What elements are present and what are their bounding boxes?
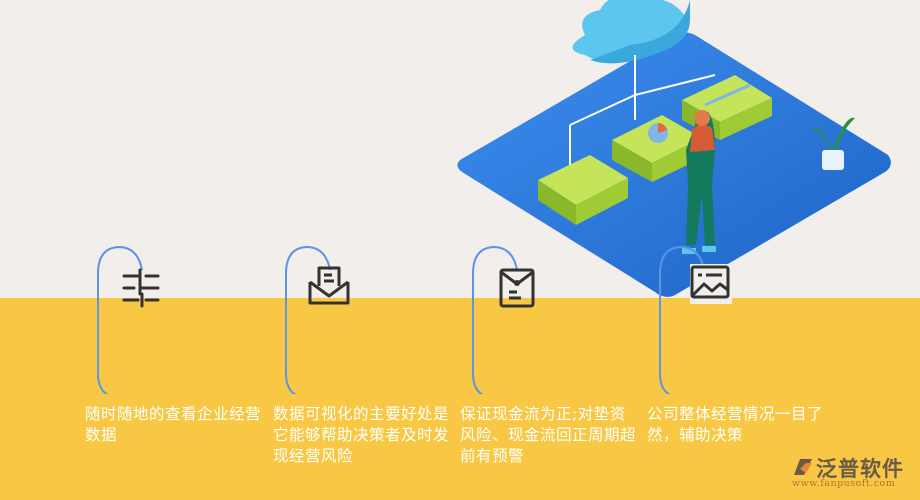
- arc-decoration: [472, 245, 518, 394]
- feature-text: 数据可视化的主要好处是它能够帮助决策者及时发现经营风险: [273, 405, 450, 465]
- yellow-band: [0, 298, 920, 500]
- dashboard-illustration: [457, 0, 891, 297]
- arc-decoration: [659, 245, 705, 394]
- feature-card-1: 随时随地的查看企业经营数据: [85, 244, 286, 474]
- feature-card-4: 公司整体经营情况一目了然，辅助决策: [647, 244, 848, 474]
- envelope-document-icon: [499, 268, 535, 308]
- arc-decoration: [97, 245, 143, 394]
- logo-name: 泛普软件: [816, 457, 904, 481]
- feature-card-3: 保证现金流为正;对垫资风险、现金流回正周期超前有预警: [460, 244, 661, 474]
- feature-text: 保证现金流为正;对垫资风险、现金流回正周期超前有预警: [460, 405, 637, 465]
- logo-url: www.fanpusoft.com: [792, 478, 896, 489]
- feature-card-2: 数据可视化的主要好处是它能够帮助决策者及时发现经营风险: [273, 244, 474, 474]
- logo-icon: [794, 459, 812, 475]
- chart-box-1: [538, 155, 628, 225]
- sliders-icon: [122, 268, 160, 308]
- feature-text: 随时随地的查看企业经营数据: [85, 405, 262, 444]
- arc-decoration: [285, 245, 331, 394]
- brand-logo: 泛普软件 www.fanpusoft.com: [790, 453, 915, 493]
- feature-text: 公司整体经营情况一目了然，辅助决策: [647, 405, 824, 444]
- chart-window-icon: [690, 264, 732, 304]
- plant: [812, 117, 855, 170]
- mail-open-icon: [308, 266, 350, 305]
